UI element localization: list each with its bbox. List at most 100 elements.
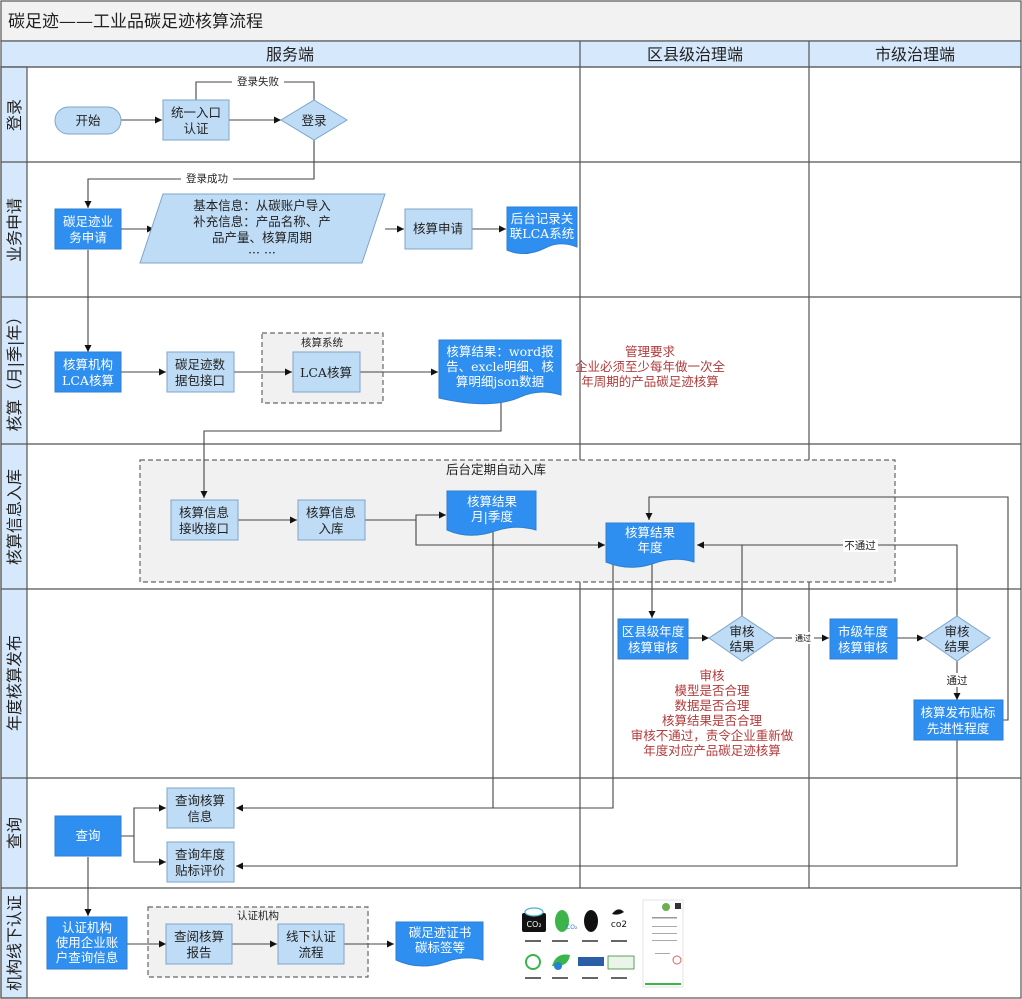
node-district-decision[interactable]: 审核 结果: [708, 615, 776, 662]
svg-text:企业必须至少每年做一次全: 企业必须至少每年做一次全: [575, 359, 726, 374]
lane-label-cert: 机构线下认证: [5, 895, 24, 991]
svg-text:品产量、核算周期: 品产量、核算周期: [212, 230, 312, 245]
node-district-review[interactable]: 区县级年度 核算审核: [617, 618, 689, 660]
svg-text:审核不通过，责令企业重新做: 审核不通过，责令企业重新做: [631, 728, 794, 743]
carbon-banner-label-icon: [607, 955, 635, 970]
svg-text:co2: co2: [611, 920, 627, 930]
svg-text:模型是否合理: 模型是否合理: [674, 683, 750, 698]
svg-text:碳足迹数: 碳足迹数: [175, 357, 226, 372]
node-calc-result[interactable]: 核算结果：word报 告、excle明细、核 算明细json数据: [438, 339, 562, 405]
group-cert-agency-label: 认证机构: [237, 909, 279, 922]
node-store-info[interactable]: 核算信息 入库: [297, 499, 366, 541]
svg-text:年度对应产品碳足迹核算: 年度对应产品碳足迹核算: [643, 743, 781, 758]
co2-circle-label-icon: [525, 954, 541, 970]
diagram-title: 碳足迹——工业品碳足迹核算流程: [8, 12, 263, 32]
carbon-label-images: CO₂ CO₂ co2: [515, 900, 640, 990]
lane-label-calc: 核算（月|季|年）: [5, 309, 24, 432]
edges: [84, 81, 1009, 948]
co2-reduction-label-icon: [578, 957, 604, 966]
svg-text:LCA核算: LCA核算: [300, 365, 352, 380]
svg-text:联LCA系统: 联LCA系统: [510, 226, 574, 241]
note-review: 审核 模型是否合理 数据是否合理 核算结果是否合理 审核不通过，责令企业重新做 …: [631, 668, 794, 758]
co2-weight-label-icon: CO₂: [522, 907, 546, 932]
node-recv-interface[interactable]: 核算信息 接收接口: [170, 499, 239, 541]
group-calc-system-label: 核算系统: [301, 336, 343, 349]
column-header-city: 市级治理端: [875, 45, 955, 64]
node-publish-label[interactable]: 核算发布贴标 先进性程度: [913, 699, 1004, 741]
edge-label-login-fail: 登录失败: [237, 75, 279, 88]
svg-text:核算结果：word报: 核算结果：word报: [446, 344, 554, 359]
svg-text:核算审核: 核算审核: [838, 640, 889, 655]
svg-text:LCA核算: LCA核算: [62, 373, 114, 388]
node-cert-agency-query[interactable]: 认证机构 使用企业账 户查询信息: [46, 916, 128, 970]
svg-text:补充信息：产品名称、产: 补充信息：产品名称、产: [193, 214, 331, 229]
svg-text:贴标评价: 贴标评价: [175, 863, 226, 878]
svg-text:查询核算: 查询核算: [175, 793, 225, 808]
node-start[interactable]: 开始: [54, 106, 122, 135]
node-login-decision[interactable]: 登录: [280, 99, 348, 141]
svg-text:入库: 入库: [318, 521, 343, 536]
title-bar: [0, 0, 1022, 42]
node-city-decision[interactable]: 审核 结果: [923, 615, 991, 662]
node-offline-cert[interactable]: 线下认证 流程: [277, 923, 345, 965]
svg-text:核算发布贴标: 核算发布贴标: [920, 705, 995, 720]
svg-text:结果: 结果: [944, 639, 970, 654]
node-query-calc[interactable]: 查询核算 信息: [166, 787, 235, 829]
svg-text:市级年度: 市级年度: [838, 624, 889, 639]
svg-text:审核: 审核: [699, 668, 725, 683]
edge-label-login-success: 登录成功: [186, 172, 228, 185]
svg-text:基本信息：从碳账户导入: 基本信息：从碳账户导入: [193, 198, 331, 213]
node-certificate[interactable]: 碳足迹证书 碳标签等: [395, 921, 484, 967]
lane-label-query: 查询: [5, 817, 24, 849]
svg-text:结果: 结果: [729, 639, 755, 654]
node-lca-calc[interactable]: LCA核算: [292, 351, 361, 393]
svg-text:查阅核算: 查阅核算: [174, 929, 224, 944]
svg-text:登录: 登录: [301, 113, 326, 128]
svg-text:区县级年度: 区县级年度: [622, 624, 685, 639]
column-header-service: 服务端: [266, 45, 314, 64]
node-result-monthly[interactable]: 核算结果 月|季度: [446, 490, 537, 536]
lane-label-store: 核算信息入库: [5, 469, 24, 565]
node-city-review[interactable]: 市级年度 核算审核: [829, 618, 898, 660]
svg-text:管理要求: 管理要求: [625, 344, 676, 359]
node-query-annual[interactable]: 查询年度 贴标评价: [166, 841, 235, 883]
svg-text:核算结果: 核算结果: [625, 525, 676, 540]
node-backend-record[interactable]: 后台记录关 联LCA系统: [506, 206, 578, 254]
svg-text:核算机构: 核算机构: [63, 357, 113, 372]
svg-text:核算申请: 核算申请: [413, 221, 463, 236]
svg-text:信息: 信息: [187, 809, 212, 824]
svg-text:户查询信息: 户查询信息: [56, 950, 119, 965]
svg-text:数据是否合理: 数据是否合理: [674, 698, 750, 713]
node-apply-info[interactable]: 基本信息：从碳账户导入 补充信息：产品名称、产 品产量、核算周期 ··· ···: [139, 193, 386, 264]
svg-text:报告: 报告: [186, 945, 211, 960]
group-auto-store-label: 后台定期自动入库: [446, 462, 546, 477]
edge-label-pass-city: 通过: [947, 674, 968, 687]
node-unified-auth[interactable]: 统一入口 认证: [162, 99, 230, 141]
node-business-apply[interactable]: 碳足迹业 务申请: [54, 208, 122, 250]
svg-text:查询年度: 查询年度: [175, 847, 226, 862]
node-calc-apply[interactable]: 核算申请: [404, 208, 473, 250]
svg-text:年度: 年度: [637, 540, 663, 555]
footprint-black-label-icon: [584, 910, 598, 932]
node-agency-lca[interactable]: 核算机构 LCA核算: [54, 351, 122, 393]
svg-text:统一入口: 统一入口: [171, 105, 221, 120]
note-management: 管理要求 企业必须至少每年做一次全 年周期的产品碳足迹核算: [575, 344, 726, 389]
svg-text:CO₂: CO₂: [566, 924, 578, 931]
column-header-district: 区县级治理端: [647, 45, 743, 64]
svg-text:核算结果是否合理: 核算结果是否合理: [662, 713, 763, 728]
svg-text:据包接口: 据包接口: [175, 373, 225, 388]
svg-text:告、excle明细、核: 告、excle明细、核: [446, 359, 554, 374]
svg-text:··· ···: ··· ···: [248, 245, 276, 260]
svg-text:查询: 查询: [75, 828, 100, 843]
svg-text:线下认证: 线下认证: [286, 929, 337, 944]
column-header-row: [0, 40, 1022, 68]
svg-text:年周期的产品碳足迹核算: 年周期的产品碳足迹核算: [581, 374, 719, 389]
svg-text:流程: 流程: [298, 945, 324, 960]
node-query[interactable]: 查询: [54, 815, 122, 857]
co2-footprint-green-label-icon: CO₂: [555, 910, 578, 932]
node-result-annual[interactable]: 核算结果 年度: [605, 522, 695, 568]
node-data-interface[interactable]: 碳足迹数 据包接口: [166, 351, 235, 393]
svg-text:务申请: 务申请: [69, 230, 107, 245]
node-review-report[interactable]: 查阅核算 报告: [165, 923, 233, 965]
